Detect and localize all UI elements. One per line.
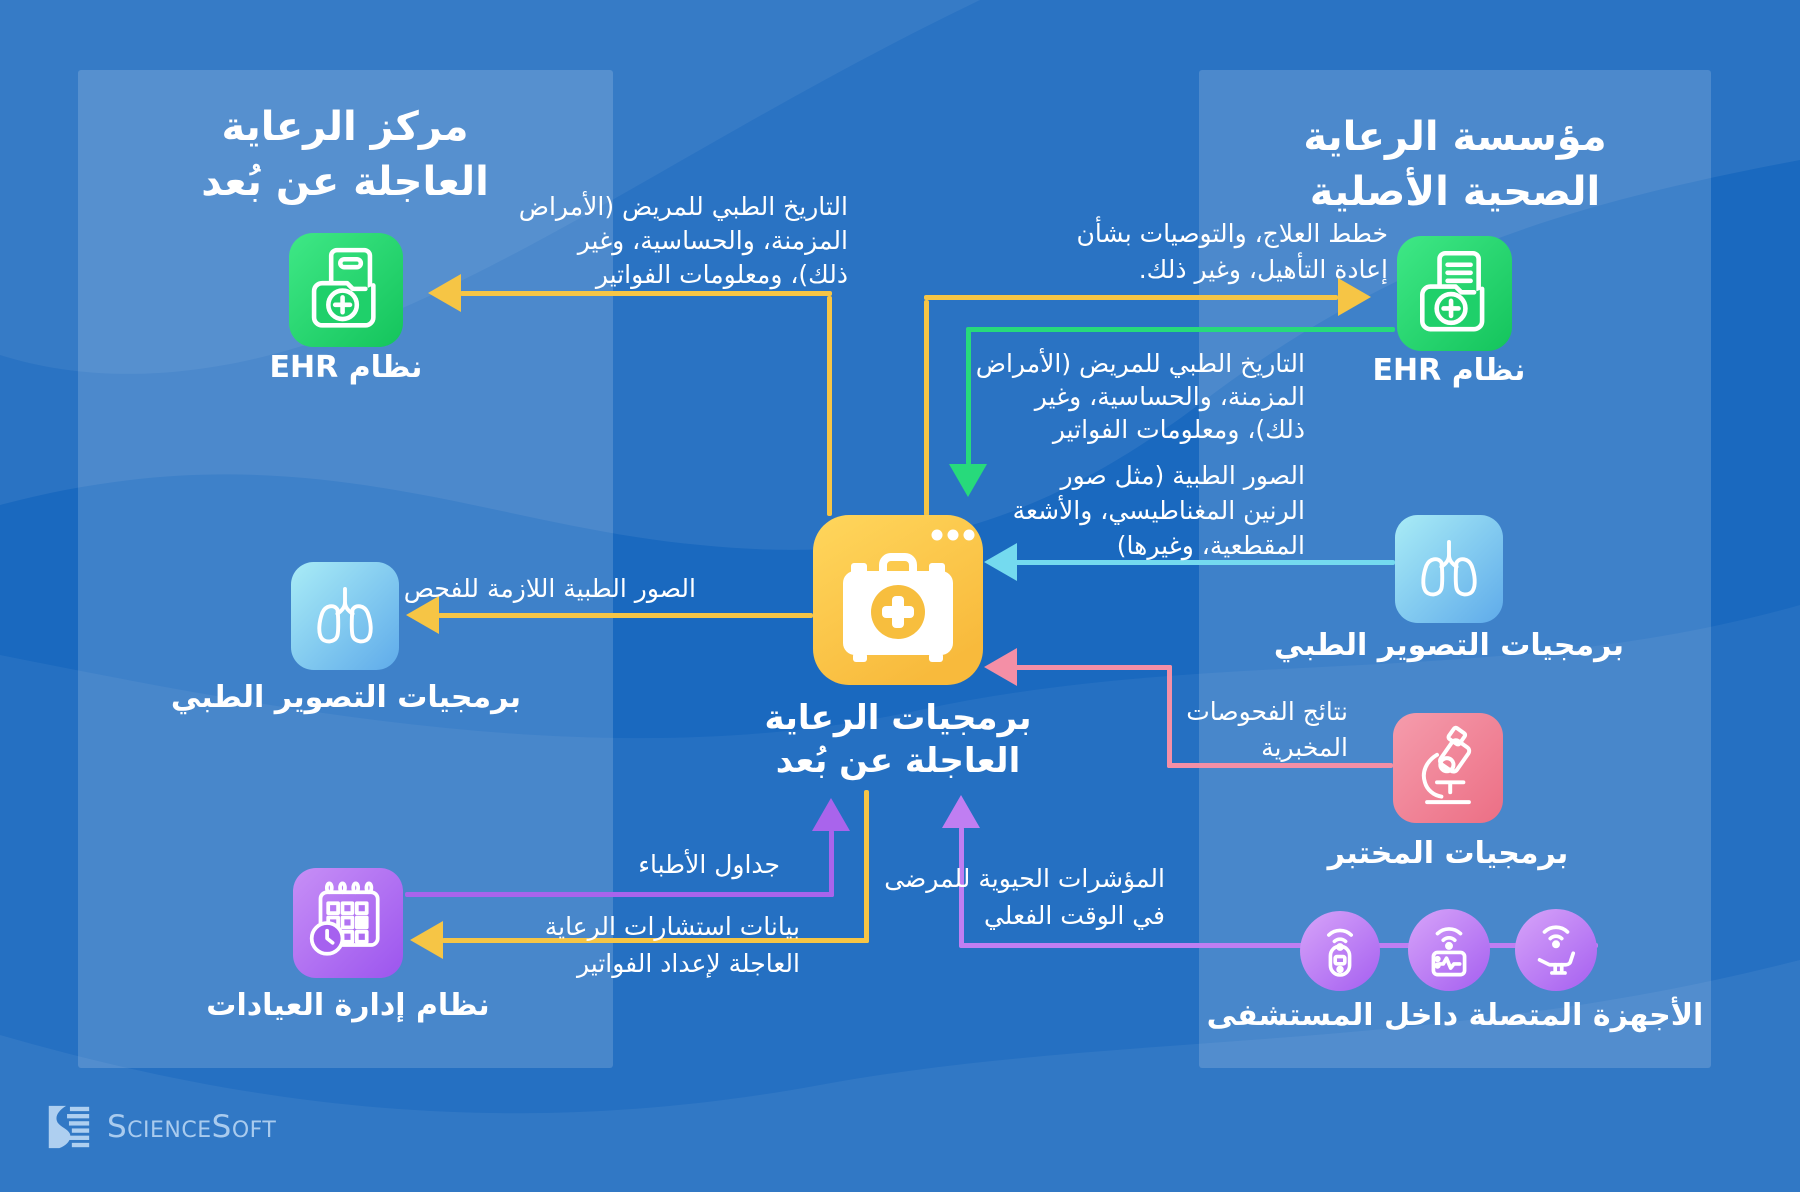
center-software-icon [813, 515, 983, 685]
medical-kit-icon [813, 515, 983, 685]
pulse-oximeter-icon [1300, 911, 1380, 991]
lungs-icon [1395, 515, 1503, 623]
smart-bed-icon [1515, 909, 1597, 991]
ehr-records-icon [1397, 236, 1512, 351]
sciencesoft-logo-icon [48, 1105, 90, 1149]
flow-label-to-left-ehr: التاريخ الطبي للمريض (الأمراض المزمنة، و… [518, 192, 848, 289]
right-lab-icon [1393, 713, 1503, 823]
patient-monitor-icon [1408, 909, 1490, 991]
right-lab-label: برمجيات المختبر [1327, 836, 1569, 871]
flow-label-from-right-imaging: الصور الطبية (مثل صور الرنين المغناطيسي،… [1012, 461, 1305, 560]
left-clinic-label: نظام إدارة العيادات [206, 988, 490, 1023]
flow-label-to-right-ehr: خطط العلاج، والتوصيات بشأن إعادة التأهيل… [1076, 219, 1388, 284]
flow-label-from-devices: المؤشرات الحيوية للمرضى في الوقت الفعلي [884, 864, 1165, 930]
right-imaging-icon [1395, 515, 1503, 623]
flow-label-from-clinic: جداول الأطباء [638, 850, 780, 879]
ehr-records-icon [289, 233, 403, 347]
left-ehr-icon [289, 233, 403, 347]
flow-label-from-lab: نتائج الفحوصات المخبرية [1186, 697, 1348, 762]
center-software-label: برمجيات الرعاية العاجلة عن بُعد [764, 698, 1032, 781]
left-panel-title: مركز الرعاية العاجلة عن بُعد [201, 104, 489, 205]
flow-label-to-clinic: بيانات استشارات الرعاية العاجلة لإعداد ا… [544, 912, 800, 978]
right-ehr-label: نظام EHR [1372, 353, 1526, 388]
sciencesoft-logo-text: ScienceSoft [107, 1109, 277, 1145]
right-devices-label: الأجهزة المتصلة داخل المستشفى [1206, 998, 1704, 1033]
right-panel-title: مؤسسة الرعاية الصحية الأصلية [1303, 114, 1607, 215]
microscope-icon [1393, 713, 1503, 823]
left-ehr-label: نظام EHR [269, 350, 423, 385]
left-imaging-label: برمجيات التصوير الطبي [170, 680, 522, 715]
flow-label-from-right-ehr: التاريخ الطبي للمريض (الأمراض المزمنة، و… [975, 349, 1305, 444]
left-clinic-icon [293, 868, 403, 978]
flow-label-to-left-imaging: الصور الطبية اللازمة للفحص [403, 574, 696, 603]
lungs-icon [291, 562, 399, 670]
left-imaging-icon [291, 562, 399, 670]
right-ehr-icon [1397, 236, 1512, 351]
sciencesoft-logo: ScienceSoft [43, 1104, 276, 1150]
right-imaging-label: برمجيات التصوير الطبي [1273, 628, 1625, 663]
calendar-clock-icon [293, 868, 403, 978]
